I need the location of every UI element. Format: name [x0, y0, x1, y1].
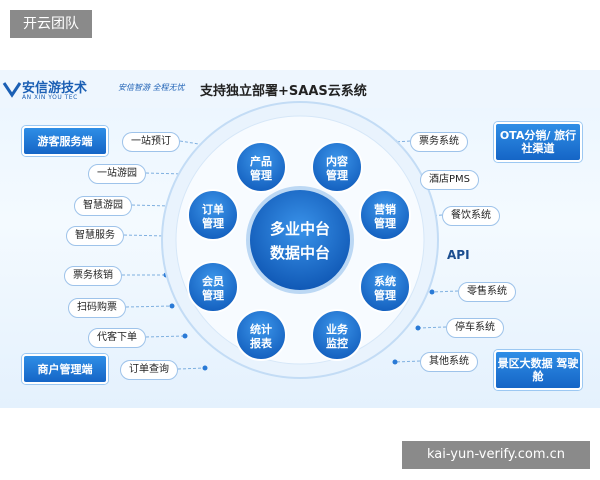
- category-tourist-service: 游客服务端: [22, 126, 108, 156]
- left-service-item: 票务核销: [64, 266, 122, 286]
- logo-icon: [2, 82, 22, 98]
- module-node-label-1: 营销: [374, 202, 396, 216]
- category-big-data-cockpit: 景区大数据 驾驶舱: [494, 350, 582, 390]
- module-node-label-2: 报表: [250, 336, 273, 350]
- connector-line: [394, 360, 421, 363]
- left-service-item: 一站游园: [88, 164, 146, 184]
- module-node-label-1: 统计: [250, 322, 272, 336]
- connector-line: [431, 290, 459, 293]
- connector-line: [125, 305, 173, 308]
- right-system-item: 停车系统: [446, 318, 504, 338]
- watermark-bottom: kai-yun-verify.com.cn: [402, 441, 590, 469]
- module-node-label-1: 内容: [326, 154, 348, 168]
- category-ota-channel: OTA分销/ 旅行社渠道: [494, 122, 582, 162]
- module-node-label-1: 系统: [374, 274, 396, 288]
- right-system-item: 零售系统: [458, 282, 516, 302]
- connector-dot: [392, 359, 398, 365]
- module-node-label-2: 管理: [250, 168, 272, 182]
- right-system-item: 其他系统: [420, 352, 478, 372]
- watermark-top: 开云团队: [10, 10, 92, 38]
- left-service-item: 智慧服务: [66, 226, 124, 246]
- module-node-label-2: 监控: [326, 336, 348, 350]
- center-line-1: 多业中台: [270, 220, 330, 238]
- left-service-item: 代客下单: [88, 328, 146, 348]
- module-node-label-2: 管理: [374, 288, 396, 302]
- module-node-label-1: 会员: [202, 274, 224, 288]
- module-node-circle: [235, 141, 287, 193]
- diagram-banner: 安信游技术 AN XIN YOU TEC 安信智游 全程无忧 支持独立部署+SA…: [0, 70, 600, 408]
- connector-dot: [202, 365, 208, 371]
- module-node-circle: [187, 189, 239, 241]
- right-system-item: 酒店PMS: [420, 170, 480, 190]
- module-node-circle: [187, 261, 239, 313]
- headline: 支持独立部署+SAAS云系统: [200, 84, 367, 99]
- left-service-item: 订单查询: [120, 360, 178, 380]
- module-node-label-1: 业务: [326, 322, 349, 336]
- module-node-label-1: 产品: [250, 154, 272, 168]
- connector-line: [417, 326, 447, 329]
- center-line-2: 数据中台: [270, 244, 330, 262]
- connector-line: [177, 367, 206, 370]
- module-node-label-2: 管理: [202, 216, 224, 230]
- connector-dot: [415, 325, 421, 331]
- left-service-item: 一站预订: [122, 132, 180, 152]
- connector-dot: [182, 333, 188, 339]
- left-service-item: 智慧游园: [74, 196, 132, 216]
- left-service-item: 扫码购票: [68, 298, 126, 318]
- connector-line: [131, 204, 173, 207]
- brand-slogan: 安信智游 全程无忧: [118, 83, 185, 92]
- connector-dot: [169, 303, 175, 309]
- connector-line: [123, 234, 167, 237]
- module-node-circle: [311, 309, 363, 361]
- module-node-circle: [359, 189, 411, 241]
- connector-dot: [429, 289, 435, 295]
- module-node-label-1: 订单: [202, 202, 224, 216]
- brand-name: 安信游技术: [22, 81, 88, 96]
- category-merchant-management: 商户管理端: [22, 354, 108, 384]
- module-node-label-2: 管理: [202, 288, 224, 302]
- right-system-item: 餐饮系统: [442, 206, 500, 226]
- module-node-circle: [359, 261, 411, 313]
- center-hub: [246, 186, 354, 294]
- connector-line: [145, 335, 186, 338]
- brand-subtitle: AN XIN YOU TEC: [22, 94, 78, 101]
- module-node-circle: [235, 309, 287, 361]
- module-node-label-2: 管理: [326, 168, 348, 182]
- module-node-label-2: 管理: [374, 216, 396, 230]
- api-label: API: [447, 248, 470, 262]
- hub-diagram: 多业中台 数据中台 产品管理内容管理营销管理系统管理业务监控统计报表会员管理订单…: [122, 101, 459, 379]
- module-node-circle: [311, 141, 363, 193]
- right-system-item: 票务系统: [410, 132, 468, 152]
